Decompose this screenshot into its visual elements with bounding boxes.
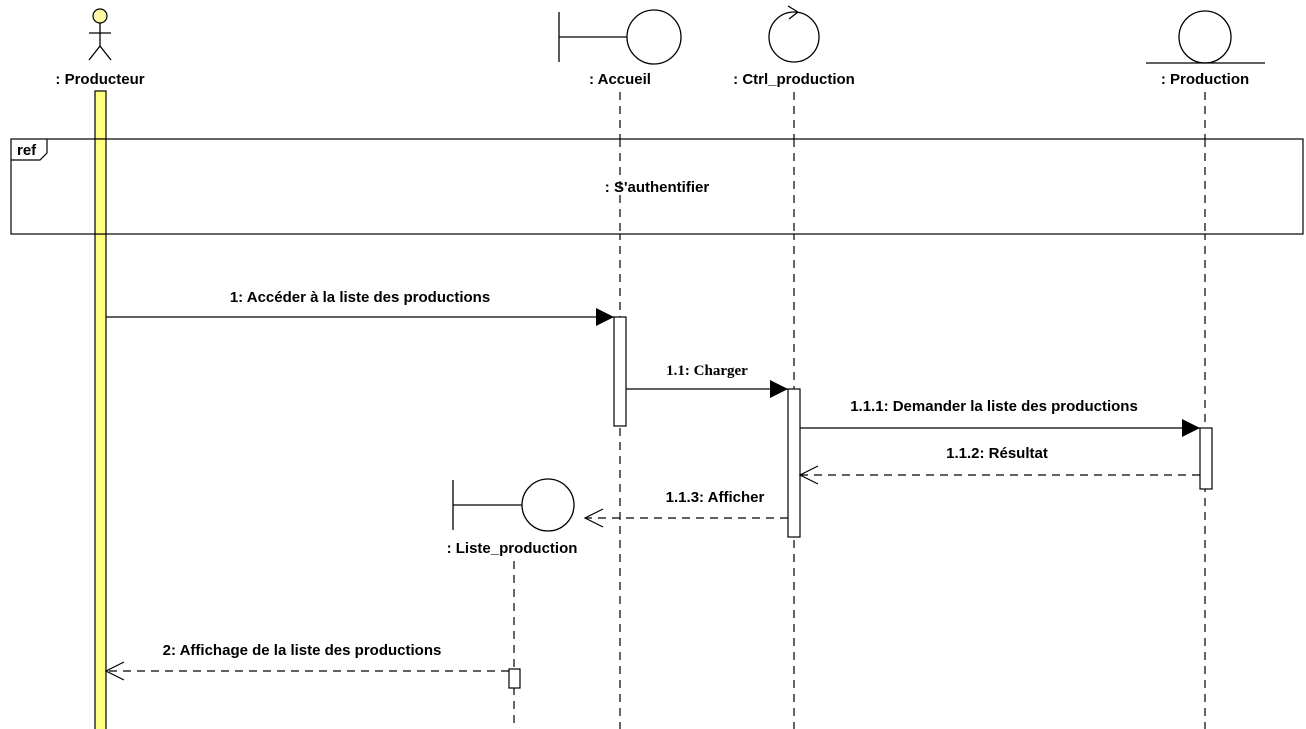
boundary-accueil[interactable]: : Accueil bbox=[558, 9, 682, 88]
message-1-1-3-arrowhead-icon bbox=[583, 508, 604, 528]
participant-label-accueil: : Accueil bbox=[589, 71, 651, 88]
actor-producteur[interactable]: : Producteur bbox=[55, 8, 145, 88]
message-1-1-arrowhead-icon bbox=[770, 380, 788, 398]
message-2-label: 2: Affichage de la liste des productions bbox=[163, 642, 442, 659]
message-2-arrowhead-icon bbox=[104, 661, 125, 681]
activation-ctrl-production bbox=[787, 388, 801, 538]
message-2[interactable]: 2: Affichage de la liste des productions bbox=[104, 642, 509, 681]
ref-fragment-tab bbox=[11, 139, 48, 161]
ref-fragment-operator: ref bbox=[17, 142, 37, 159]
entity-circle-icon bbox=[1178, 10, 1232, 64]
boundary-circle-icon bbox=[626, 9, 682, 65]
message-1-1-2-label: 1.1.2: Résultat bbox=[946, 445, 1048, 462]
message-1-1-3-label: 1.1.3: Afficher bbox=[666, 489, 765, 506]
control-ctrl-production[interactable]: : Ctrl_production bbox=[733, 5, 855, 88]
activation-accueil bbox=[613, 316, 627, 427]
message-1-1-2[interactable]: 1.1.2: Résultat bbox=[798, 445, 1200, 485]
ref-fragment-title: : S'authentifier bbox=[605, 179, 710, 196]
actor-right-leg-icon bbox=[99, 45, 112, 61]
activation-producteur-over-frame bbox=[94, 138, 107, 235]
message-1-1-2-arrowhead-icon bbox=[798, 465, 819, 485]
activation-production bbox=[1199, 427, 1213, 490]
message-1-1-1-label: 1.1.1: Demander la liste des productions bbox=[850, 398, 1138, 415]
message-1[interactable]: 1: Accéder à la liste des productions bbox=[106, 289, 614, 326]
boundary-circle-icon bbox=[521, 478, 575, 532]
participant-label-producteur: : Producteur bbox=[55, 71, 144, 88]
control-circle-icon bbox=[768, 11, 820, 63]
activation-liste-production bbox=[508, 668, 521, 689]
participant-label-production: : Production bbox=[1161, 71, 1249, 88]
message-1-1-label: 1.1: Charger bbox=[666, 363, 748, 379]
message-1-1-1-arrowhead-icon bbox=[1182, 419, 1200, 437]
message-1-1-3[interactable]: 1.1.3: Afficher bbox=[583, 489, 788, 528]
participant-label-ctrl-production: : Ctrl_production bbox=[733, 71, 855, 88]
actor-left-leg-icon bbox=[88, 45, 101, 61]
message-1-arrowhead-icon bbox=[596, 308, 614, 326]
boundary-liste-production[interactable]: : Liste_production bbox=[447, 478, 578, 557]
message-1-1[interactable]: 1.1: Charger bbox=[626, 363, 788, 398]
message-1-label: 1: Accéder à la liste des productions bbox=[230, 289, 490, 306]
ref-fragment[interactable]: ref : S'authentifier bbox=[10, 138, 1304, 235]
message-1-1-1[interactable]: 1.1.1: Demander la liste des productions bbox=[800, 398, 1200, 437]
activation-producteur bbox=[94, 90, 107, 729]
entity-production[interactable]: : Production bbox=[1146, 10, 1265, 88]
actor-head-icon bbox=[92, 8, 108, 24]
control-arrow-icon bbox=[787, 5, 799, 20]
participant-label-liste-production: : Liste_production bbox=[447, 540, 578, 557]
ref-fragment-frame bbox=[10, 138, 1304, 235]
